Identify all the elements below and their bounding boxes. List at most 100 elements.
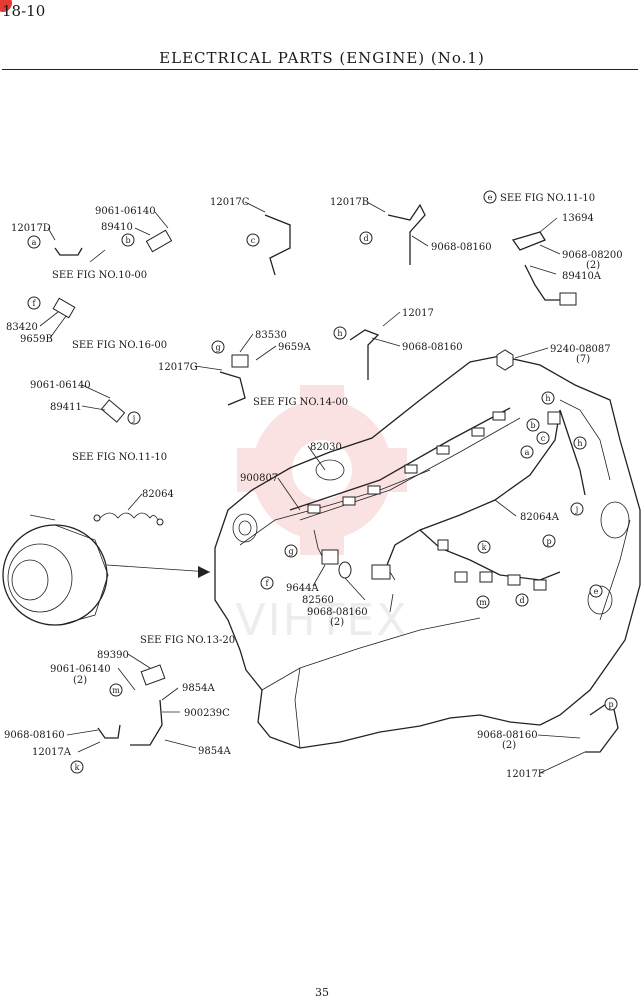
sensor-83530 — [231, 354, 249, 368]
nut-9240-08087 — [496, 349, 514, 371]
ref-circle: a — [27, 235, 41, 249]
bracket-12017G — [219, 371, 246, 406]
callout-82064: 82064 — [142, 489, 174, 500]
callout-89410: 89410 — [101, 222, 133, 233]
svg-text:c: c — [541, 434, 546, 443]
svg-text:e: e — [594, 587, 599, 596]
svg-text:f: f — [33, 299, 37, 308]
callout-83420: 83420 — [6, 322, 38, 333]
engine-block — [214, 355, 641, 749]
see-fig-note: SEE FIG NO.11-10 — [72, 452, 167, 463]
ref-circle: f — [27, 296, 41, 310]
svg-text:h: h — [545, 394, 550, 403]
see-fig-note: SEE FIG NO.14-00 — [253, 397, 348, 408]
callout-12017C: 12017C — [210, 197, 250, 208]
ref-circle: g — [284, 544, 298, 558]
callout-900239C: 900239C — [184, 708, 230, 719]
ref-circle: h — [573, 436, 587, 450]
callout-9068-08160: 9068-08160 — [4, 730, 65, 741]
ref-circle: b — [526, 418, 540, 432]
callout-89410A: 89410A — [562, 271, 602, 282]
ref-circle: f — [260, 576, 274, 590]
wire-harness-82064A — [384, 409, 586, 591]
callout-83530: 83530 — [255, 330, 287, 341]
part-13694 — [511, 231, 546, 251]
callout-13694: 13694 — [562, 213, 594, 224]
ref-circle: c — [246, 233, 260, 247]
callout-9240-08087: 9240-08087 — [550, 344, 611, 355]
callout-9659B: 9659B — [20, 334, 53, 345]
sensor-89390 — [140, 664, 166, 686]
ref-circle: a — [520, 445, 534, 459]
svg-text:d: d — [363, 234, 368, 243]
callout-900807: 900807 — [240, 473, 278, 484]
svg-text:b: b — [530, 421, 535, 430]
ref-circle: h — [333, 326, 347, 340]
svg-text:p: p — [608, 700, 613, 709]
ref-circle: j — [570, 502, 584, 516]
callout-9061-06140: 9061-06140 — [30, 380, 91, 391]
ref-circle: p — [604, 697, 618, 711]
svg-text:a: a — [32, 238, 37, 247]
callout-12017: 12017 — [402, 308, 434, 319]
see-fig-note: SEE FIG NO.10-00 — [52, 270, 147, 281]
callout-9068-08160: 9068-08160 — [431, 242, 492, 253]
connector-89410A — [559, 292, 577, 306]
watermark-logo: VIHTEX — [236, 385, 407, 646]
callout-89411: 89411 — [50, 402, 82, 413]
callout-12017A: 12017A — [32, 747, 72, 758]
bracket-12017D — [54, 247, 83, 256]
sensor-89410 — [145, 229, 173, 253]
connector-9644A — [321, 549, 339, 565]
svg-text:h: h — [577, 439, 582, 448]
bracket-12017C — [264, 214, 291, 276]
injector-harness-82030 — [289, 407, 521, 521]
ref-circle: h — [541, 391, 555, 405]
ref-circle: e — [589, 584, 603, 598]
bracket-12017A — [97, 724, 121, 739]
see-fig-note: SEE FIG NO.13-20 — [140, 635, 235, 646]
page-number: 18-10 — [2, 2, 46, 20]
title-rule — [2, 69, 638, 70]
see-fig-note: SEE FIG NO.11-10 — [500, 193, 595, 204]
see-fig-note: SEE FIG NO.16-00 — [72, 340, 167, 351]
ref-circle: j — [127, 411, 141, 425]
callout-9068-08160: 9068-08160 — [477, 730, 538, 741]
page-footer-number: 35 — [315, 986, 329, 999]
svg-text:a: a — [525, 448, 530, 457]
callout-9068-08160: 9068-08160 — [307, 607, 368, 618]
callout-9061-06140: 9061-06140 — [50, 664, 111, 675]
leader-lines — [39, 201, 586, 774]
callout-9644A: 9644A — [286, 583, 319, 594]
arrow-head-icon — [198, 566, 210, 578]
callout-9068-08160: 9068-08160 — [402, 342, 463, 353]
terminal-icon — [93, 514, 101, 522]
ref-circle: d — [515, 593, 529, 607]
ref-circle: k — [477, 540, 491, 554]
harness-82064 — [99, 512, 159, 521]
callout-82560: 82560 — [302, 595, 334, 606]
ref-circle: m — [476, 595, 490, 609]
callout-9854A: 9854A — [182, 683, 215, 694]
ref-circle: e — [483, 190, 497, 204]
callout-qty: (7) — [576, 354, 590, 365]
ref-circle: b — [121, 233, 135, 247]
ref-circle: p — [542, 534, 556, 548]
bracket-12017B — [387, 203, 426, 265]
callout-12017F: 12017F — [506, 769, 545, 780]
ref-circle: k — [70, 760, 84, 774]
callout-9068-08200: 9068-08200 — [562, 250, 623, 261]
callout-9061-06140: 9061-06140 — [95, 206, 156, 217]
svg-text:p: p — [546, 537, 551, 546]
brand-logo-dot — [0, 0, 12, 12]
callout-qty: (2) — [73, 675, 87, 686]
svg-text:k: k — [75, 763, 80, 772]
hose-900239C — [130, 699, 163, 746]
callout-89390: 89390 — [97, 650, 129, 661]
svg-text:g: g — [288, 547, 293, 556]
svg-text:c: c — [251, 236, 256, 245]
svg-text:e: e — [488, 193, 493, 202]
callout-9659A: 9659A — [278, 342, 311, 353]
callout-82064A: 82064A — [520, 512, 560, 523]
